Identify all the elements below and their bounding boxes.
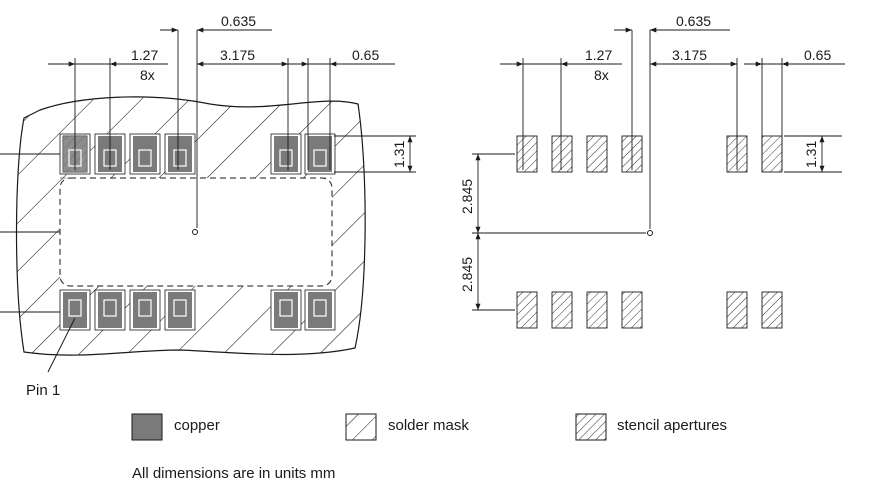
legend-copper-label: copper (174, 417, 220, 434)
dim-pad-width-right: 0.65 (804, 47, 831, 63)
copper-pad (168, 292, 192, 328)
copper-pad (274, 292, 298, 328)
units-footnote: All dimensions are in units mm (132, 465, 335, 482)
legend-stencil-label: stencil apertures (617, 417, 727, 434)
right-view: 0.635 1.27 8x 3.175 0.65 1.31 2.845 2.84… (459, 13, 845, 329)
stencil-row-bottom (516, 291, 783, 329)
center-mark (192, 229, 198, 235)
left-view: 0.635 1.27 8x 3.175 0.65 1.31 Pin 1 (0, 13, 416, 399)
dim-row-offset-top: 2.845 (459, 179, 475, 214)
legend-copper-swatch (131, 413, 163, 441)
extension-lines-left (74, 30, 416, 228)
bottom-pad-row-left (59, 289, 336, 331)
stencil-row-top (516, 135, 783, 173)
dim-row-offset-bottom: 2.845 (459, 257, 475, 292)
copper-pad (133, 136, 157, 172)
dim-pad-height-left: 1.31 (391, 141, 407, 168)
stencil-aperture (586, 291, 608, 329)
legend-solder-mask-swatch (345, 413, 377, 441)
legend: copper solder mask stencil apertures (131, 413, 727, 441)
legend-solder-mask-label: solder mask (388, 417, 469, 434)
copper-pad (308, 292, 332, 328)
copper-pad (168, 136, 192, 172)
stencil-aperture (726, 291, 748, 329)
dim-pitch-count-left: 8x (140, 67, 155, 83)
dim-gap-right: 3.175 (672, 47, 707, 63)
copper-pad (274, 136, 298, 172)
copper-pad (133, 292, 157, 328)
stencil-aperture (516, 135, 538, 173)
dim-gap-left: 3.175 (220, 47, 255, 63)
stencil-aperture (551, 135, 573, 173)
copper-pad (308, 136, 332, 172)
dim-offset-left: 0.635 (221, 13, 256, 29)
stencil-aperture (761, 135, 783, 173)
stencil-aperture (551, 291, 573, 329)
dim-pad-height-right: 1.31 (803, 141, 819, 168)
pin1-label: Pin 1 (26, 382, 60, 399)
dim-pad-width-left: 0.65 (352, 47, 379, 63)
dim-pitch-left: 1.27 (131, 47, 158, 63)
dim-offset-right: 0.635 (676, 13, 711, 29)
stencil-aperture (621, 291, 643, 329)
center-mark (647, 230, 653, 236)
stencil-aperture (586, 135, 608, 173)
stencil-aperture (761, 291, 783, 329)
extension-lines-right (472, 30, 842, 311)
copper-pad (98, 292, 122, 328)
legend-stencil-swatch (575, 413, 607, 441)
dim-pitch-right: 1.27 (585, 47, 612, 63)
dim-pitch-count-right: 8x (594, 67, 609, 83)
stencil-aperture (516, 291, 538, 329)
copper-pad (63, 292, 87, 328)
pin1-leader (47, 317, 76, 373)
top-pad-row-left (59, 133, 336, 175)
